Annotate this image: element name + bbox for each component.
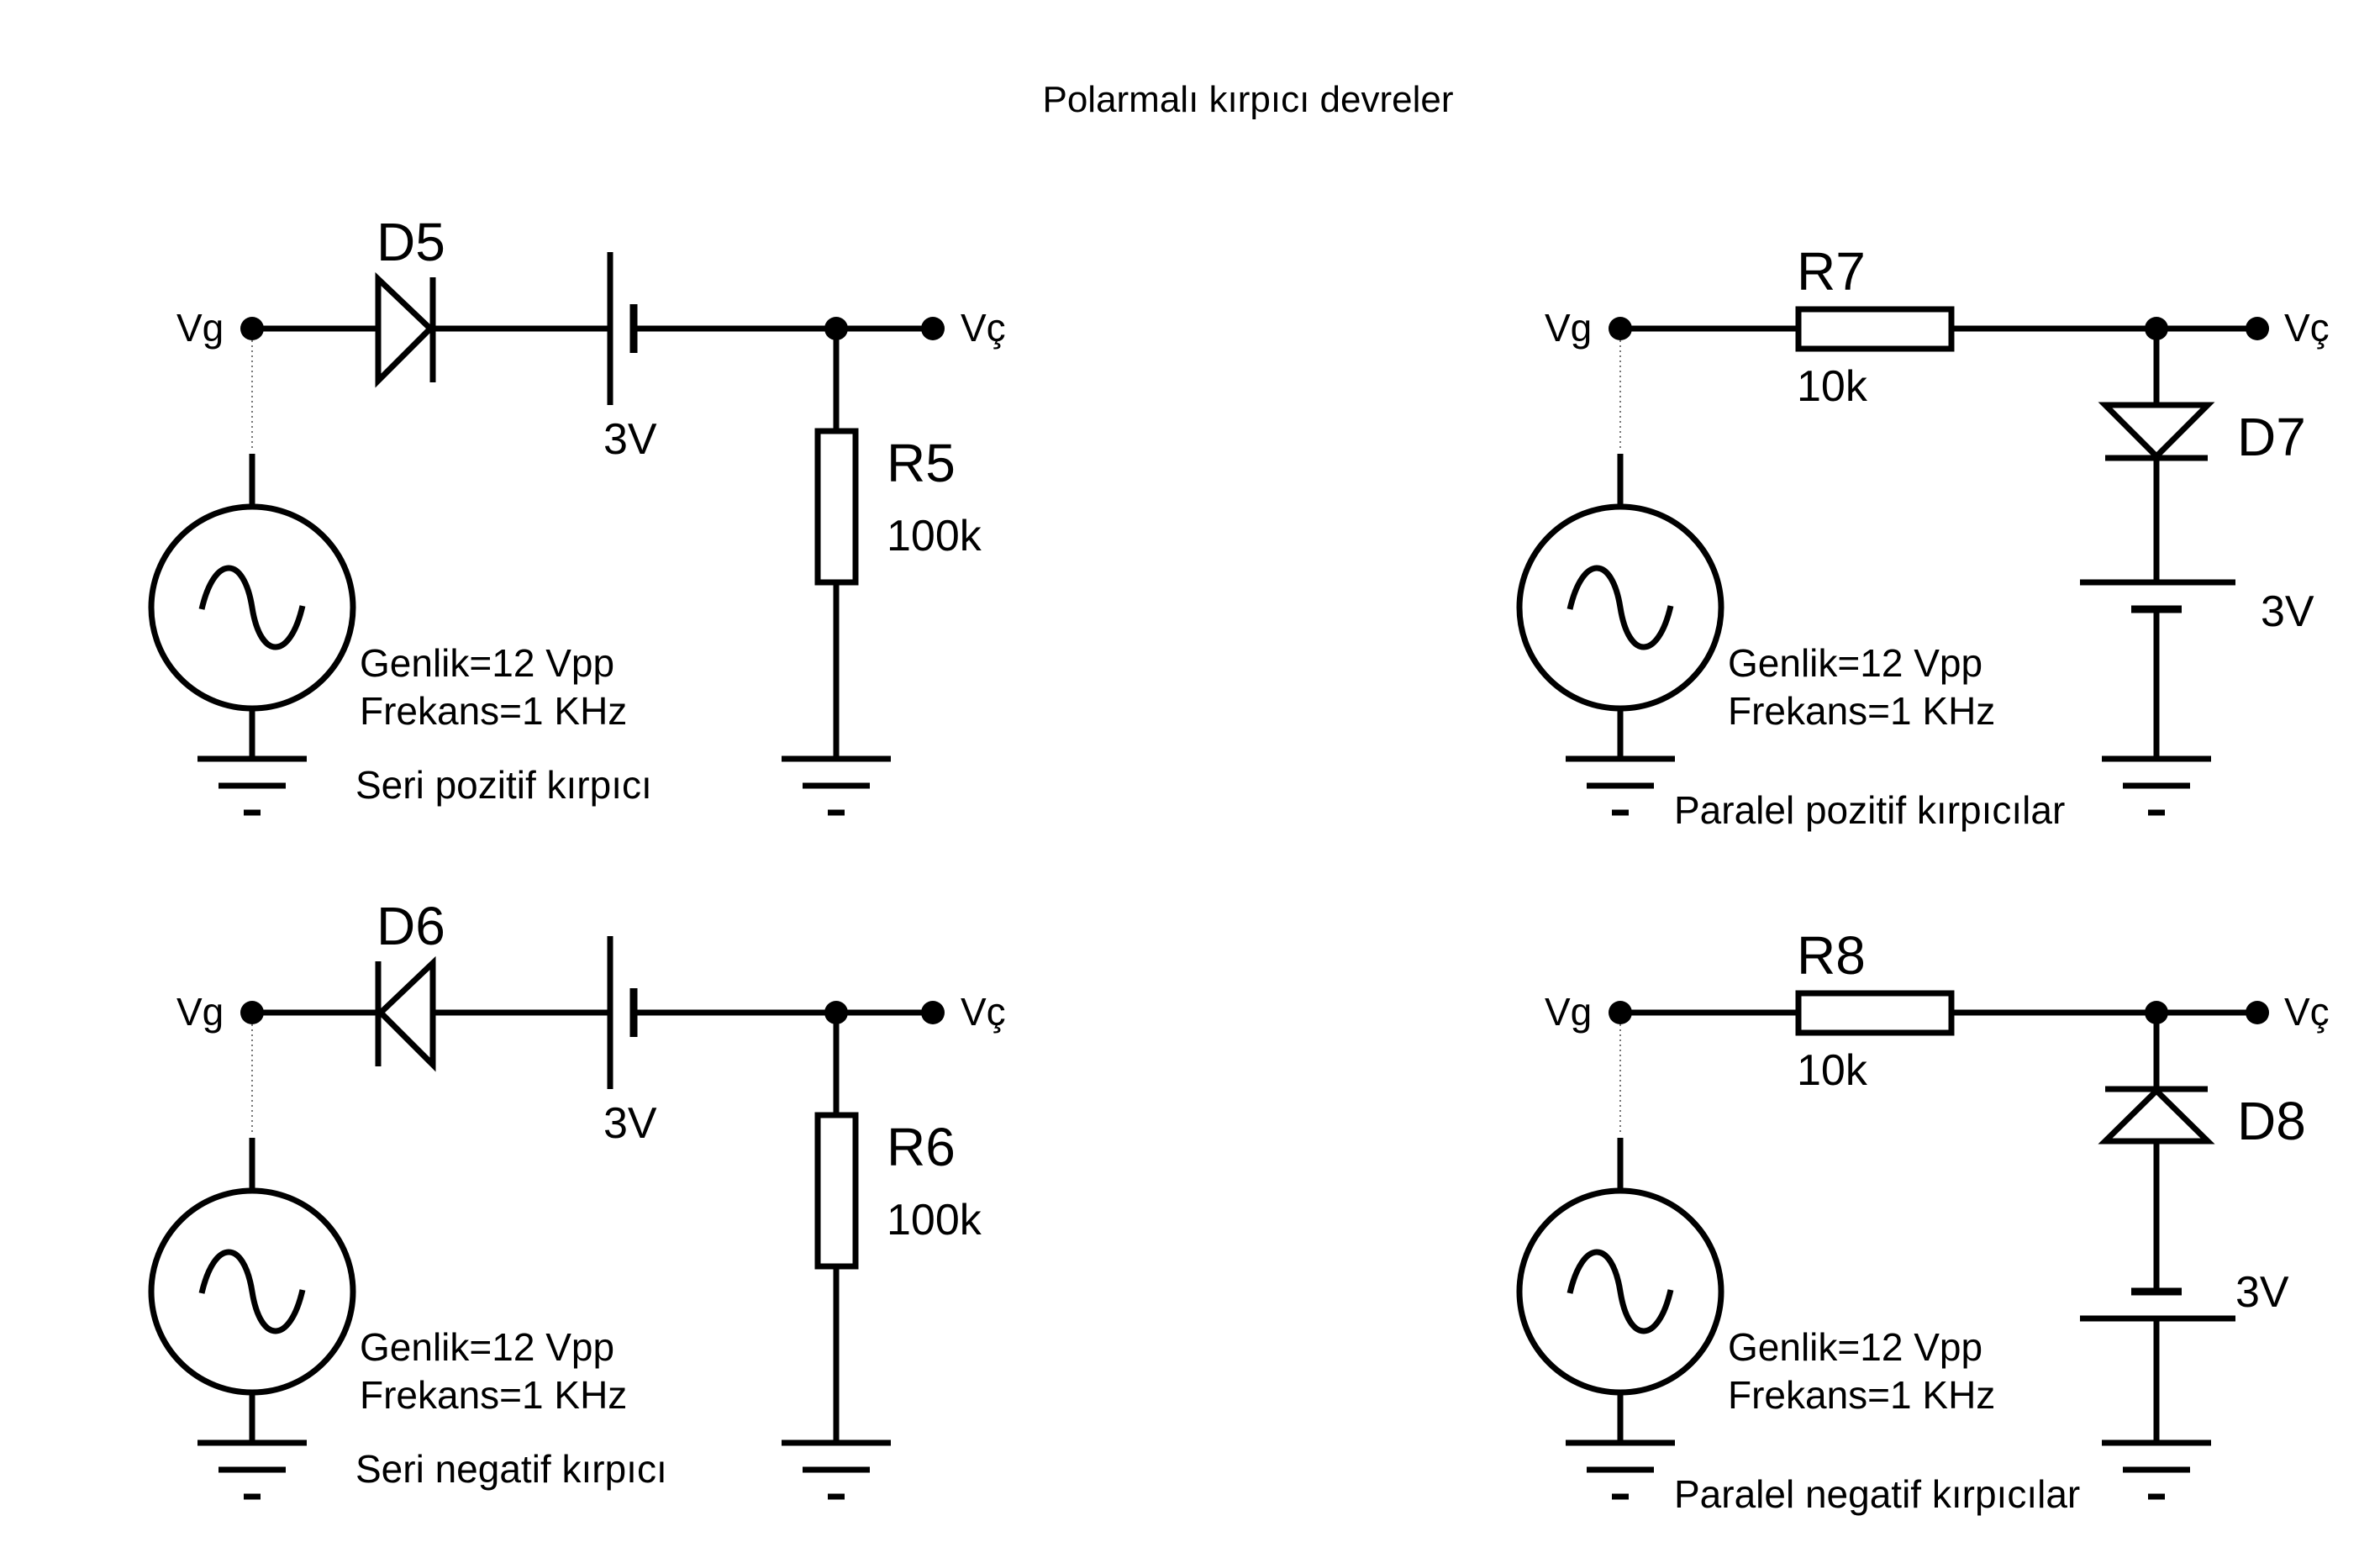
resistor-r5-value: 100k [887, 512, 982, 560]
input-node [240, 317, 264, 340]
output-label: Vç [961, 990, 1006, 1034]
output-label: Vç [2284, 990, 2330, 1034]
input-node [1609, 317, 1632, 340]
output-label: Vç [2284, 306, 2330, 350]
source-amplitude: Genlik=12 Vpp [1728, 1325, 1982, 1369]
resistor-r8-symbol [1795, 990, 1955, 1036]
resistor-r6-value: 100k [887, 1196, 982, 1245]
circuit-series-positive: D5 3V Vg Vç R5 100k [148, 212, 1006, 816]
battery-value: 3V [603, 415, 657, 464]
source-frequency: Frekans=1 KHz [360, 1373, 627, 1417]
battery-symbol [2080, 1287, 2235, 1322]
diode-d5-symbol [375, 271, 436, 388]
input-node [1609, 1001, 1632, 1024]
ac-source-symbol [1516, 454, 1724, 759]
resistor-r6-symbol [814, 1112, 859, 1270]
battery-value: 3V [2261, 587, 2314, 636]
ground-icon [782, 1439, 891, 1500]
circuit-series-negative: D6 3V Vg Vç R6 100k [148, 896, 1006, 1500]
input-node [240, 1001, 264, 1024]
resistor-r6-ref: R6 [887, 1117, 956, 1177]
diode-d7-ref: D7 [2237, 407, 2306, 467]
circuit-name: Paralel negatif kırpıcılar [1674, 1472, 2080, 1516]
ac-source-symbol [148, 1138, 356, 1443]
ground-icon [197, 1439, 307, 1500]
output-node [921, 317, 945, 340]
battery-symbol [2080, 579, 2235, 613]
ac-source-symbol [148, 454, 356, 759]
circuit-name: Paralel pozitif kırpıcılar [1674, 788, 2065, 832]
input-label: Vg [1545, 990, 1592, 1034]
diagram-title: Polarmalı kırpıcı devreler [1042, 79, 1453, 120]
diode-d8-symbol [2098, 1086, 2215, 1145]
input-label: Vg [1545, 306, 1592, 350]
input-label: Vg [176, 990, 224, 1034]
diode-d6-symbol [375, 955, 436, 1072]
diode-d8-ref: D8 [2237, 1091, 2306, 1151]
source-amplitude: Genlik=12 Vpp [1728, 641, 1982, 685]
ground-icon [2102, 1439, 2211, 1500]
circuit-parallel-negative: R8 10k Vg Vç D8 3V [1516, 925, 2330, 1516]
ground-icon [1566, 1439, 1675, 1500]
input-label: Vg [176, 306, 224, 350]
ground-icon [2102, 755, 2211, 816]
source-frequency: Frekans=1 KHz [360, 689, 627, 733]
circuit-name: Seri pozitif kırpıcı [355, 763, 652, 807]
circuit-parallel-positive: R7 10k Vg Vç D7 3V [1516, 241, 2330, 832]
ground-icon [197, 755, 307, 816]
resistor-r7-ref: R7 [1797, 241, 1866, 302]
source-amplitude: Genlik=12 Vpp [360, 1325, 614, 1369]
source-frequency: Frekans=1 KHz [1728, 1373, 1995, 1417]
output-node [921, 1001, 945, 1024]
resistor-r7-symbol [1795, 306, 1955, 352]
resistor-r5-ref: R5 [887, 433, 956, 493]
battery-symbol [607, 252, 638, 405]
battery-symbol [607, 936, 638, 1089]
diode-d6-ref: D6 [376, 896, 445, 956]
resistor-r5-symbol [814, 428, 859, 586]
source-amplitude: Genlik=12 Vpp [360, 641, 614, 685]
resistor-r8-value: 10k [1797, 1046, 1868, 1095]
diode-d7-symbol [2098, 402, 2215, 461]
diode-d5-ref: D5 [376, 212, 445, 272]
circuit-name: Seri negatif kırpıcı [355, 1447, 667, 1491]
output-node [2246, 1001, 2269, 1024]
resistor-r8-ref: R8 [1797, 925, 1866, 986]
output-node [2246, 317, 2269, 340]
resistor-r7-value: 10k [1797, 362, 1868, 411]
output-label: Vç [961, 306, 1006, 350]
ground-icon [1566, 755, 1675, 816]
source-frequency: Frekans=1 KHz [1728, 689, 1995, 733]
battery-value: 3V [603, 1099, 657, 1148]
ac-source-symbol [1516, 1138, 1724, 1443]
ground-icon [782, 755, 891, 816]
battery-value: 3V [2235, 1268, 2289, 1317]
